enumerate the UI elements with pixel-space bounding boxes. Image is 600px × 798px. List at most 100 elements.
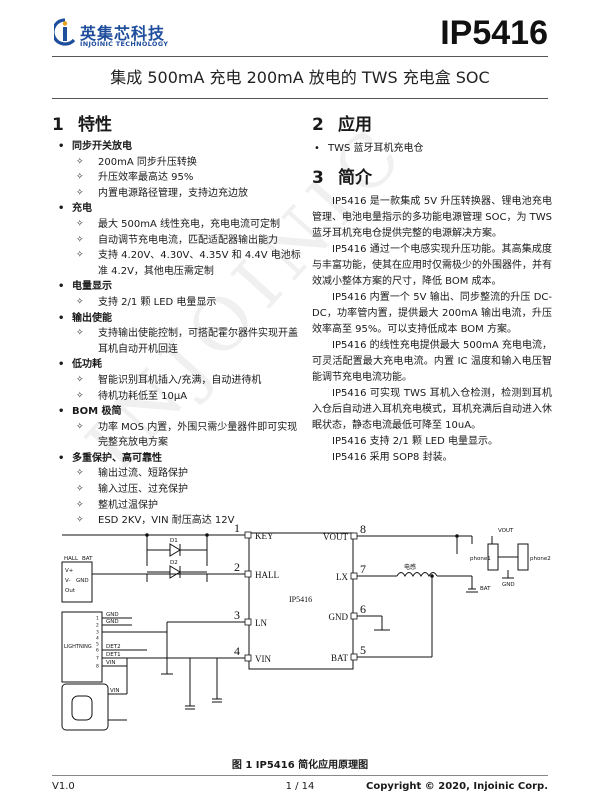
feature-item: 输出过流、短路保护 xyxy=(56,466,306,482)
applications-list: TWS 蓝牙耳机充电仓 xyxy=(312,141,424,157)
pin-name: LN xyxy=(255,618,267,628)
injoinic-logo-icon xyxy=(54,18,76,46)
features-list: 同步开关放电200mA 同步升压转换升压效率最高达 95%内置电源路径管理，支持… xyxy=(56,139,306,529)
feature-item: 内置电源路径管理，支持边充边放 xyxy=(56,186,306,202)
lightning-pin-number: 3 xyxy=(96,630,99,636)
header-divider xyxy=(52,56,548,57)
label-d1: D1 xyxy=(170,538,178,544)
label-d2: D2 xyxy=(170,560,178,566)
feature-item: 支持 4.20V、4.30V、4.35V 和 4.4V 电池标准 4.2V，其他… xyxy=(56,248,306,279)
lightning-pin-number: 1 xyxy=(96,616,99,622)
application-item: TWS 蓝牙耳机充电仓 xyxy=(312,141,424,157)
application-schematic: 1 2 3 4 8 7 6 5 KEY HALL LN VIN VOUT LX … xyxy=(61,524,551,731)
feature-group-title: 多重保护、高可靠性 xyxy=(56,451,306,467)
pin-number: 5 xyxy=(360,643,366,657)
section-features-heading: 1 特性 xyxy=(52,110,112,135)
pin-name: KEY xyxy=(255,531,274,541)
section-number: 1 xyxy=(52,115,64,135)
pin-number: 7 xyxy=(360,562,366,576)
label-gnd-small: GND xyxy=(76,578,89,584)
footer-copyright: Copyright © 2020, Injoinic Corp. xyxy=(366,781,548,792)
feature-item: 输入过压、过充保护 xyxy=(56,482,306,498)
label-phone2: phone2 xyxy=(530,556,551,562)
ic-body xyxy=(248,532,354,670)
footer-version: V1.0 xyxy=(52,781,75,792)
pin-name: HALL xyxy=(255,570,279,580)
company-name-cn: 英集芯科技 xyxy=(80,24,166,43)
label-det1: DET1 xyxy=(106,652,121,658)
feature-item: 最大 500mA 线性充电，充电电流可定制 xyxy=(56,217,306,233)
intro-paragraph: IP5416 内置一个 5V 输出、同步整流的升压 DC-DC，功率管内置，提供… xyxy=(312,292,552,335)
pin-number: 2 xyxy=(234,560,240,574)
part-number: IP5416 xyxy=(440,14,548,52)
lightning-pin-number: 4 xyxy=(96,636,99,642)
label-lightning: LIGHTNING xyxy=(64,644,92,650)
label-det2: DET2 xyxy=(106,644,121,650)
pin-name: GND xyxy=(329,612,349,622)
label-gnd-right: GND xyxy=(502,582,515,588)
lightning-pin-number: 2 xyxy=(96,623,99,629)
label-vin2: VIN xyxy=(110,688,120,694)
pin-name: LX xyxy=(336,572,348,582)
pin-name: VOUT xyxy=(323,532,348,542)
feature-group-title: 充电 xyxy=(56,201,306,217)
feature-group-title: 低功耗 xyxy=(56,357,306,373)
feature-group-title: 同步开关放电 xyxy=(56,139,306,155)
label-vplus: V+ xyxy=(65,568,74,574)
feature-item: 200mA 同步升压转换 xyxy=(56,155,306,171)
section-number: 3 xyxy=(312,168,324,188)
feature-item: 支持 2/1 颗 LED 电量显示 xyxy=(56,295,306,311)
pin-name: BAT xyxy=(331,653,349,663)
footer-divider xyxy=(52,775,548,776)
label-gnd-a: GND xyxy=(106,612,119,618)
feature-item: 升压效率最高达 95% xyxy=(56,170,306,186)
section-applications-heading: 2 应用 xyxy=(312,110,372,135)
feature-item: 待机功耗低至 10μA xyxy=(56,389,306,405)
label-vminus: V- xyxy=(65,578,70,584)
pin-name: VIN xyxy=(255,654,271,664)
lightning-pin-number: 5 xyxy=(96,642,99,648)
lightning-pin-number: 6 xyxy=(96,648,99,654)
intro-paragraph: IP5416 是一款集成 5V 升压转换器、锂电池充电管理、电池电量指示的多功能… xyxy=(312,196,552,239)
chip-label: IP5416 xyxy=(289,595,312,604)
label-bat-right: BAT xyxy=(480,586,491,592)
label-bat-small: BAT xyxy=(82,556,93,562)
feature-item: 自动调节充电电流，匹配适配器输出能力 xyxy=(56,233,306,249)
led-d2 xyxy=(169,565,181,579)
lightning-pin-number: 8 xyxy=(96,664,99,670)
label-hall-block: HALL xyxy=(64,556,79,562)
company-name-en: INJOINIC TECHNOLOGY xyxy=(80,40,169,48)
feature-item: 智能识别耳机插入/充满，自动进待机 xyxy=(56,373,306,389)
label-inductor: 电感 xyxy=(404,563,416,571)
feature-group-title: 输出使能 xyxy=(56,311,306,327)
feature-item: ESD 2KV，VIN 耐压高达 12V xyxy=(56,513,306,529)
label-phone1: phone1 xyxy=(470,556,491,562)
feature-group-title: BOM 极简 xyxy=(56,404,306,420)
label-gnd-b: GND xyxy=(106,619,119,625)
feature-item: 功率 MOS 内置，外围只需少量器件即可实现完整充放电方案 xyxy=(56,420,306,451)
intro-paragraph: IP5416 可实现 TWS 耳机入仓检测，检测到耳机入仓后自动进入耳机充电模式… xyxy=(312,388,552,431)
pin-number: 3 xyxy=(234,608,240,622)
feature-item: 支持输出使能控制，可搭配霍尔器件实现开盖耳机自动开机回连 xyxy=(56,326,306,357)
intro-paragraph: IP5416 通过一个电感实现升压功能。其高集成度与丰富功能，使其在应用时仅需极… xyxy=(312,244,552,287)
label-vout-top: VOUT xyxy=(498,528,514,534)
section-number: 2 xyxy=(312,115,324,135)
section-title: 应用 xyxy=(338,115,372,135)
label-out: Out xyxy=(65,588,76,594)
section-title: 特性 xyxy=(78,115,112,135)
intro-paragraph: IP5416 的线性充电提供最大 500mA 充电电流，可灵活配置最大充电电流。… xyxy=(312,340,552,383)
introduction-body: IP5416 是一款集成 5V 升压转换器、锂电池充电管理、电池电量指示的多功能… xyxy=(312,194,552,466)
figure-caption: 图 1 IP5416 简化应用原理图 xyxy=(231,760,369,771)
lightning-pin-number: 7 xyxy=(96,656,99,662)
pin-number: 6 xyxy=(360,602,366,616)
label-vin: VIN xyxy=(106,660,116,666)
feature-item: 整机过温保护 xyxy=(56,498,306,514)
led-d1 xyxy=(169,543,181,557)
intro-paragraph: IP5416 采用 SOP8 封装。 xyxy=(332,452,453,463)
pin-number: 1 xyxy=(234,524,240,535)
subtitle-divider xyxy=(52,98,548,99)
pin-number: 8 xyxy=(360,524,366,536)
intro-paragraph: IP5416 支持 2/1 颗 LED 电量显示。 xyxy=(332,436,499,447)
document-subtitle: 集成 500mA 充电 200mA 放电的 TWS 充电盒 SOC xyxy=(110,68,490,87)
